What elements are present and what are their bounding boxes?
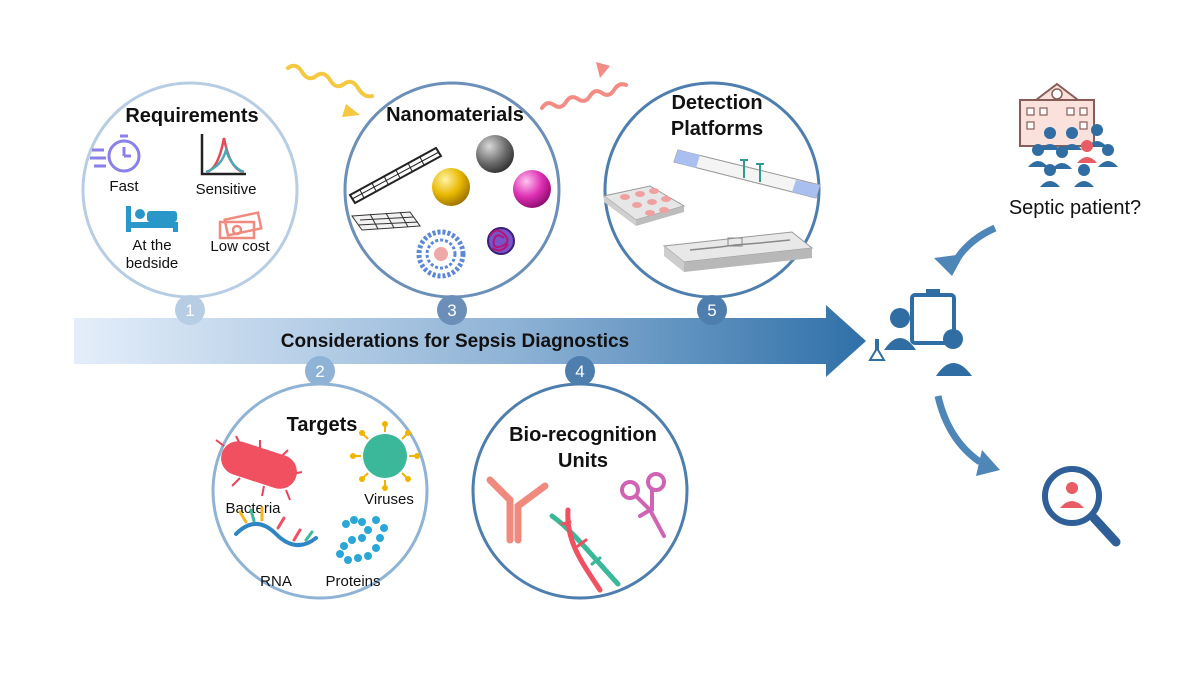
virus-icon xyxy=(350,421,420,491)
protein-icon xyxy=(336,516,388,564)
step-5-number: 5 xyxy=(707,301,716,320)
nanotube-icon xyxy=(348,146,443,205)
main-arrow xyxy=(74,305,866,377)
incoming-wave-arrow xyxy=(286,63,374,117)
hospital-crowd-icon xyxy=(1019,82,1118,187)
detection-platforms-panel: Detection Platforms 5 xyxy=(602,81,821,325)
low-cost-label: Low cost xyxy=(210,238,270,255)
step-4-badge xyxy=(565,356,595,386)
step-1-badge xyxy=(175,295,205,325)
money-icon xyxy=(218,211,263,240)
gold-sphere-icon xyxy=(432,168,470,206)
nanomaterials-panel: Nanomaterials 3 xyxy=(343,81,561,325)
aptamer-icon xyxy=(620,472,666,538)
bio-recognition-panel: 4 Bio-recognition Units xyxy=(471,356,689,600)
graph-icon xyxy=(200,134,246,176)
fast-label: Fast xyxy=(109,178,139,195)
bedside-label-line1: At the xyxy=(132,237,171,254)
well-plate-icon xyxy=(602,185,686,226)
requirements-panel: Requirements Fast Sensitive At the bedsi… xyxy=(81,81,299,325)
lateral-flow-strip-icon xyxy=(673,149,821,199)
antibody-icon xyxy=(486,476,549,544)
detection-title-line1: Detection xyxy=(671,92,762,114)
targets-panel: 2 Targets Bacteria xyxy=(211,356,429,600)
requirements-title: Requirements xyxy=(125,105,258,127)
liposome-icon xyxy=(416,229,466,279)
step-1-number: 1 xyxy=(185,301,194,320)
bio-recognition-title-line1: Bio-recognition xyxy=(509,424,657,446)
stopwatch-icon xyxy=(90,134,141,173)
polymer-nanoparticle-icon xyxy=(487,227,515,255)
step-2-number: 2 xyxy=(315,362,324,381)
bedside-label-line2: bedside xyxy=(126,255,179,272)
magenta-sphere-icon xyxy=(513,170,551,208)
targets-title: Targets xyxy=(287,414,358,436)
clinicians-icon xyxy=(868,289,972,376)
detection-title-line2: Platforms xyxy=(671,118,763,140)
graphene-sheet-icon xyxy=(351,211,421,231)
step-4-number: 4 xyxy=(575,362,584,381)
septic-patient-question: Septic patient? xyxy=(1009,197,1141,219)
bed-icon xyxy=(126,206,178,232)
proteins-label: Proteins xyxy=(325,573,380,590)
dna-icon xyxy=(549,507,621,593)
banner-title: Considerations for Sepsis Diagnostics xyxy=(281,331,629,352)
curved-arrow-down-left xyxy=(934,224,997,276)
step-3-badge xyxy=(437,295,467,325)
magnifier-patient-icon xyxy=(1042,466,1121,547)
curved-arrow-down-right xyxy=(934,395,1000,476)
rna-label: RNA xyxy=(260,573,292,590)
step-2-badge xyxy=(305,356,335,386)
rna-icon xyxy=(234,506,318,547)
step-3-number: 3 xyxy=(447,301,456,320)
nanomaterials-title: Nanomaterials xyxy=(386,104,524,126)
outgoing-wave-arrow xyxy=(540,62,628,110)
bacteria-icon xyxy=(215,435,303,501)
silica-sphere-icon xyxy=(476,135,514,173)
microfluidic-chip-icon xyxy=(662,231,814,272)
viruses-label: Viruses xyxy=(364,491,414,508)
bio-recognition-title-line2: Units xyxy=(558,450,608,472)
step-5-badge xyxy=(697,295,727,325)
sensitive-label: Sensitive xyxy=(196,181,257,198)
